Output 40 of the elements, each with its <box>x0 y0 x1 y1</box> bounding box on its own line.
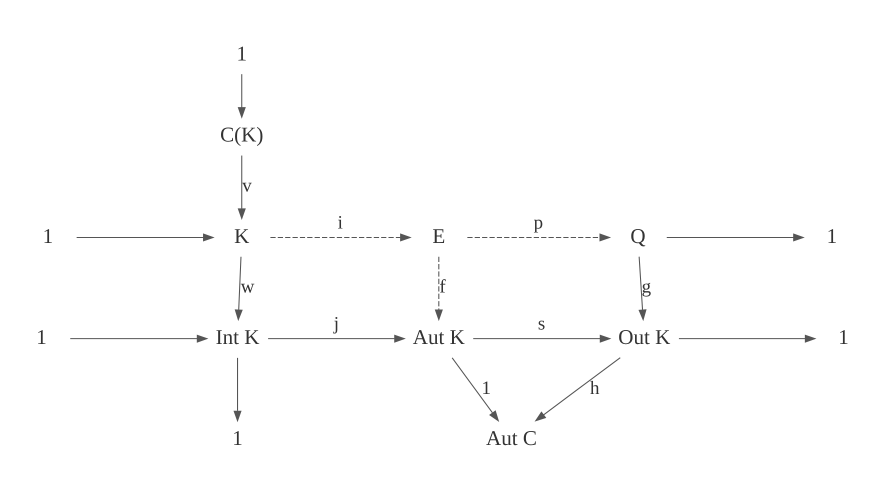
edge-label: j <box>334 314 339 335</box>
arrow <box>270 233 412 242</box>
edge-label: p <box>534 212 544 234</box>
node-text: Aut C <box>486 426 537 450</box>
edge-label: h <box>590 378 600 399</box>
edge-label: i <box>338 212 343 234</box>
node-text: 1 <box>838 324 849 349</box>
arrow <box>238 156 246 220</box>
arrow <box>678 334 816 343</box>
edge-label: v <box>242 176 252 197</box>
edge-label: f <box>439 276 446 298</box>
edge-label: w <box>240 276 254 298</box>
node-text: Out K <box>618 324 670 349</box>
node-text: 1 <box>36 324 47 349</box>
node-text: C(K) <box>220 122 264 147</box>
edge-label: s <box>538 314 546 335</box>
arrow <box>666 233 805 242</box>
arrow <box>534 357 621 422</box>
node-text: 1 <box>42 224 54 248</box>
node-text: Int K <box>216 324 260 349</box>
arrow <box>268 334 406 343</box>
arrow <box>473 334 612 343</box>
arrow <box>638 256 647 322</box>
arrow <box>233 358 242 422</box>
arrow <box>452 358 500 422</box>
node-text: 1 <box>232 426 243 450</box>
node-text: E <box>432 224 446 248</box>
arrow <box>434 256 443 322</box>
arrow <box>467 233 612 242</box>
arrow <box>234 256 243 322</box>
node-text: Aut K <box>412 324 465 349</box>
node-text: K <box>234 224 250 248</box>
arrow <box>238 74 246 119</box>
arrow <box>76 233 215 242</box>
node-text: 1 <box>236 41 248 66</box>
edge-label: 1 <box>481 378 491 399</box>
node-text: 1 <box>826 224 838 248</box>
node-text: Q <box>630 224 646 248</box>
edge-label: g <box>642 276 652 298</box>
arrow <box>70 334 208 343</box>
